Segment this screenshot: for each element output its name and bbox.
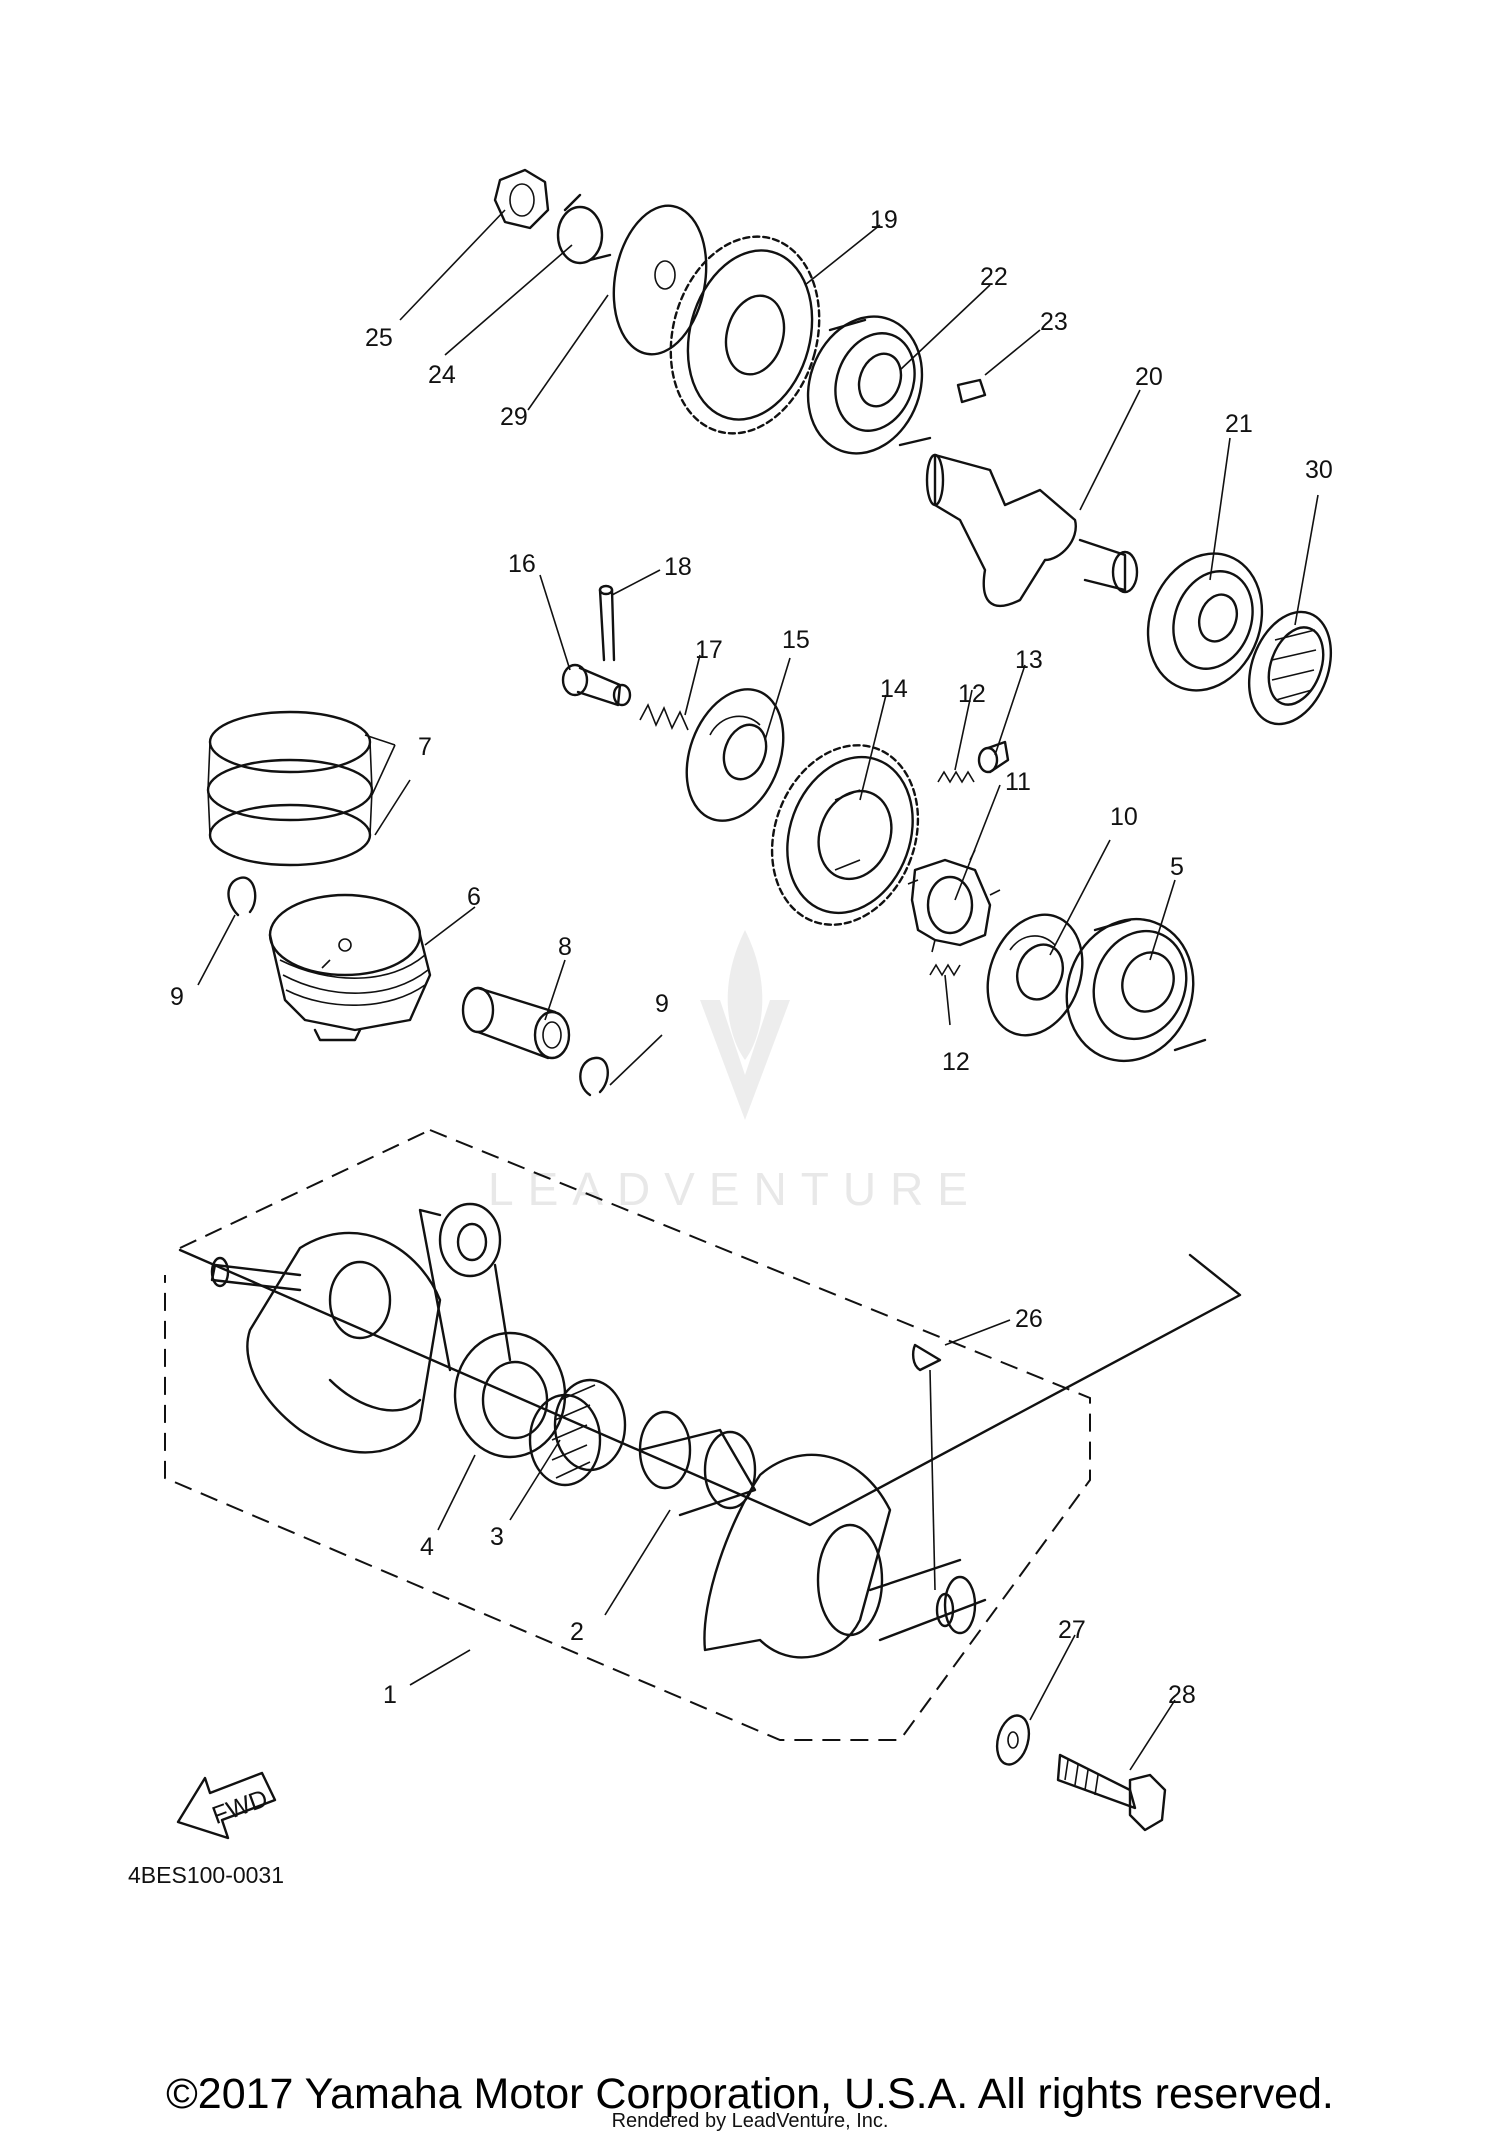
crank-web-left (210, 1231, 442, 1454)
plate-29 (612, 204, 708, 356)
piston-pin (461, 986, 571, 1060)
nut (493, 168, 550, 230)
callout-11: 11 (1005, 768, 1031, 796)
bearing-30 (1247, 610, 1333, 726)
callout-17: 17 (695, 636, 723, 664)
woodruff-key (911, 1343, 942, 1372)
bearing-22 (806, 315, 932, 455)
spring-cap (977, 740, 1010, 774)
bolt-28 (1056, 1753, 1167, 1832)
callout-12-lower: 12 (942, 1048, 970, 1076)
main-bearing (1065, 917, 1207, 1063)
circlip-left (227, 876, 257, 917)
callout-10: 10 (1110, 803, 1138, 831)
callout-9-left: 9 (170, 983, 184, 1011)
circlip-right (579, 1056, 609, 1097)
ratchet-plate-lower (986, 913, 1084, 1037)
needle-bearing (528, 1378, 627, 1487)
leadventure-watermark: LEADVENTURE (488, 930, 982, 1215)
pin-18 (598, 584, 616, 662)
ratchet-collar (907, 849, 1001, 953)
callout-3: 3 (490, 1523, 504, 1551)
callout-20: 20 (1135, 363, 1163, 391)
piston (268, 893, 432, 1042)
crank-pin (638, 1410, 757, 1517)
spring-17 (639, 703, 689, 731)
connecting-rod (418, 1202, 567, 1459)
crank-assembly-boundary (164, 1129, 1242, 1741)
fwd-arrow-icon: FWD (176, 1771, 277, 1840)
lever-shaft (561, 663, 632, 707)
callout-4: 4 (420, 1533, 434, 1561)
callout-1: 1 (383, 1681, 397, 1709)
lock-washer (556, 193, 612, 265)
callout-29: 29 (500, 403, 528, 431)
spring-12-lower (929, 963, 961, 977)
gear-19 (669, 235, 821, 435)
key-23 (956, 378, 987, 404)
callout-22: 22 (980, 263, 1008, 291)
callout-15: 15 (782, 626, 810, 654)
gear-14 (770, 744, 920, 926)
callout-27: 27 (1058, 1616, 1086, 1644)
callout-13: 13 (1015, 646, 1043, 674)
callout-6: 6 (467, 883, 481, 911)
piston-rings (206, 710, 374, 867)
callout-30: 30 (1305, 456, 1333, 484)
rendered-by-notice: Rendered by LeadVenture, Inc. (611, 2110, 889, 2132)
callout-28: 28 (1168, 1681, 1196, 1709)
callout-26: 26 (1015, 1305, 1043, 1333)
diagram-code: 4BES100-0031 (128, 1862, 285, 1888)
ratchet-plate-upper (685, 688, 785, 822)
callout-25: 25 (365, 324, 393, 352)
callout-5: 5 (1170, 853, 1184, 881)
callout-2: 2 (570, 1618, 584, 1646)
callout-8: 8 (558, 933, 572, 961)
callout-14: 14 (880, 675, 908, 703)
watermark-text: LEADVENTURE (488, 1163, 982, 1215)
washer-27 (995, 1714, 1031, 1766)
callout-9-right: 9 (655, 990, 669, 1018)
callout-16: 16 (508, 550, 536, 578)
copyright-notice: ©2017 Yamaha Motor Corporation, U.S.A. A… (166, 2070, 1334, 2118)
callout-12-upper: 12 (958, 680, 986, 708)
callout-18: 18 (664, 553, 692, 581)
callout-24: 24 (428, 361, 456, 389)
callout-21: 21 (1225, 410, 1253, 438)
callout-7: 7 (418, 733, 432, 761)
callout-23: 23 (1040, 308, 1068, 336)
callout-labels: 1 2 3 4 5 6 7 8 9 9 10 11 12 12 13 14 15… (170, 206, 1333, 1709)
callout-19: 19 (870, 206, 898, 234)
leader-lines (197, 209, 1319, 1771)
crank-web-right (703, 1453, 987, 1659)
balancer-shaft (925, 453, 1139, 608)
bearing-21 (1146, 552, 1264, 692)
spring-12-upper (937, 770, 975, 784)
